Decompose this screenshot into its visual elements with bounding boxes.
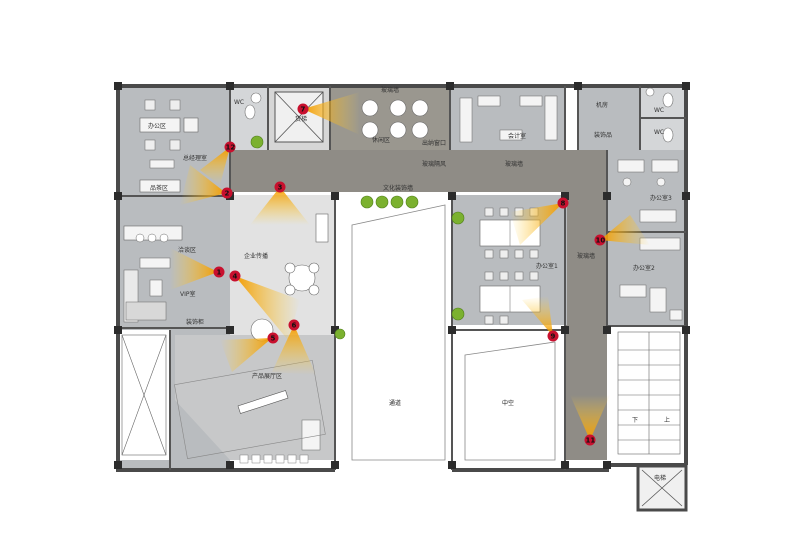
label-elevator-bottom: 电梯	[654, 474, 666, 482]
marker-5[interactable]: 5	[267, 332, 279, 344]
label-entry-glass: 玻璃隔风	[422, 160, 446, 168]
room-labels: 办公区 总经理室 品茶区 洽谈区 VIP室 装饰柜 WC 货梯 玻璃墙 休闲区 …	[148, 86, 672, 482]
label-negotiation: 洽谈区	[178, 246, 196, 254]
wc-left-fixtures	[244, 92, 262, 120]
label-corridor-top: 玻璃墙	[381, 86, 399, 94]
label-office1: 办公室1	[536, 262, 558, 270]
showroom-furniture	[174, 360, 326, 464]
label-passage: 通道	[389, 399, 401, 407]
marker-11[interactable]: 11	[584, 434, 596, 446]
svg-text:5: 5	[271, 335, 276, 343]
marker-9[interactable]: 9	[547, 330, 559, 342]
elevator-bottom	[636, 464, 688, 512]
label-elevator-top: 货梯	[295, 115, 307, 123]
label-corporate: 企业传播	[244, 252, 268, 260]
label-atrium: 中空	[502, 399, 514, 407]
office1-furniture	[479, 207, 541, 325]
svg-text:1: 1	[217, 269, 222, 277]
atrium-area	[452, 335, 565, 460]
label-office-area: 办公区	[148, 122, 166, 130]
marker-6[interactable]: 6	[288, 319, 300, 331]
svg-text:3: 3	[278, 184, 283, 192]
marker-4[interactable]: 4	[229, 270, 241, 282]
negotiation-furniture	[123, 225, 183, 323]
left-stair	[121, 334, 167, 456]
cone-6	[272, 325, 316, 375]
marker-12[interactable]: 12	[224, 141, 236, 153]
marker-10[interactable]: 10	[594, 234, 606, 246]
label-wc-left: WC	[234, 99, 244, 106]
label-showroom: 产品展厅区	[252, 372, 282, 380]
label-vip-room: VIP室	[180, 290, 196, 298]
office2-furniture	[619, 237, 683, 321]
svg-text:2: 2	[225, 190, 230, 198]
marker-7[interactable]: 7	[297, 103, 309, 115]
label-exit: 出纳窗口	[422, 139, 446, 147]
office3-furniture	[617, 159, 679, 223]
right-stair	[617, 331, 681, 455]
svg-text:4: 4	[233, 273, 238, 281]
marker-1[interactable]: 1	[213, 266, 225, 278]
marker-3[interactable]: 3	[274, 181, 286, 193]
cone-5	[220, 338, 272, 372]
label-server-room: 机房	[596, 101, 608, 109]
passage-area	[335, 192, 452, 470]
cone-3	[250, 187, 310, 225]
office-area-furniture	[139, 99, 199, 193]
cone-11	[570, 395, 610, 440]
label-wc-right1: WC	[654, 107, 664, 114]
label-lounge: 休闲区	[372, 136, 390, 144]
camera-markers: 1 2 3 4 5 6 7 8 9 10 11 12	[213, 103, 606, 446]
cone-1	[170, 248, 218, 290]
label-decor-cabinet: 装饰柜	[186, 318, 204, 326]
label-office3: 办公室3	[650, 194, 672, 202]
marker-2[interactable]: 2	[221, 187, 233, 199]
svg-text:7: 7	[301, 106, 306, 114]
top-corridor-floor	[230, 150, 610, 192]
marker-8[interactable]: 8	[557, 197, 569, 209]
label-decor-shop: 装饰品	[594, 131, 612, 139]
cone-10	[600, 215, 650, 245]
label-tea-room: 品茶区	[150, 184, 168, 192]
label-stair-up: 上	[664, 416, 670, 424]
camera-cones	[170, 92, 650, 440]
wc-right-floor	[640, 86, 686, 156]
label-glass-top: 玻璃墙	[505, 160, 523, 168]
label-office2: 办公室2	[633, 264, 655, 272]
cone-7	[303, 92, 360, 135]
corporate-furniture	[250, 213, 329, 342]
svg-text:12: 12	[226, 144, 236, 152]
svg-text:10: 10	[596, 237, 606, 245]
label-gm-office: 总经理室	[183, 154, 207, 162]
cone-4	[235, 276, 300, 340]
cone-9	[522, 296, 553, 336]
svg-text:9: 9	[551, 333, 556, 341]
cone-12	[200, 147, 230, 185]
cone-8	[510, 203, 563, 245]
wc-right-fixtures	[645, 87, 674, 143]
label-finance: 会计室	[508, 132, 526, 140]
server-floor	[578, 86, 640, 150]
cone-2	[180, 165, 226, 205]
label-wc-right2: WC	[654, 129, 664, 136]
svg-text:8: 8	[561, 200, 566, 208]
finance-furniture	[459, 95, 558, 143]
label-culture-wall: 文化装饰墙	[383, 184, 413, 192]
svg-text:11: 11	[586, 437, 596, 445]
label-glass-right: 玻璃墙	[577, 252, 595, 260]
atrium-diagonal	[464, 341, 556, 461]
svg-text:6: 6	[292, 322, 297, 330]
right-stair-floor	[607, 326, 687, 460]
lounge-furniture	[361, 99, 429, 139]
passage-diagonal	[351, 204, 446, 461]
label-stair-down: 下	[632, 417, 638, 424]
plants	[250, 135, 465, 340]
